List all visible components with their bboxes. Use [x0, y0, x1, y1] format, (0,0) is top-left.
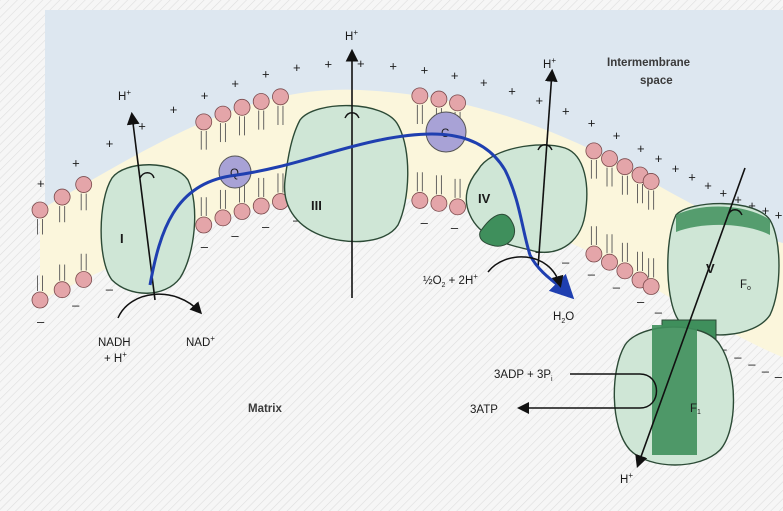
positive-charge: + [637, 141, 645, 156]
lipid-headgroup [586, 246, 602, 262]
nadh-label: NADH [98, 337, 131, 349]
positive-charge: + [37, 176, 45, 191]
lipid-headgroup [215, 210, 231, 226]
lipid-headgroup [586, 143, 602, 159]
negative-charge: – [775, 369, 783, 384]
atp-synthase-central-stalk [652, 325, 697, 455]
positive-charge: + [672, 161, 680, 176]
positive-charge: + [704, 178, 712, 193]
negative-charge: – [588, 266, 596, 281]
negative-charge: – [201, 239, 209, 254]
complex-i-label: I [120, 231, 124, 246]
positive-charge: + [480, 75, 488, 90]
lipid-headgroup [643, 279, 659, 295]
positive-charge: + [325, 56, 333, 71]
complex-i [101, 165, 195, 294]
positive-charge: + [588, 115, 596, 130]
lipid-headgroup [54, 189, 70, 205]
positive-charge: + [688, 170, 696, 185]
lipid-headgroup [215, 106, 231, 122]
positive-charge: + [720, 185, 728, 200]
positive-charge: + [293, 60, 301, 75]
lipid-headgroup [32, 202, 48, 218]
lipid-headgroup [602, 151, 618, 167]
negative-charge: – [262, 219, 270, 234]
lipid-headgroup [196, 217, 212, 233]
atp-label: 3ATP [470, 404, 498, 416]
positive-charge: + [138, 118, 146, 133]
positive-charge: + [451, 68, 459, 83]
lipid-headgroup [450, 199, 466, 215]
positive-charge: + [106, 136, 114, 151]
intermembrane-label: Intermembrane [607, 57, 690, 69]
positive-charge: + [357, 56, 365, 71]
lipid-headgroup [76, 271, 92, 287]
negative-charge: – [562, 255, 570, 270]
negative-charge: – [231, 228, 239, 243]
lipid-headgroup [54, 282, 70, 298]
lipid-headgroup [234, 204, 250, 220]
lipid-headgroup [76, 177, 92, 193]
negative-charge: – [106, 281, 114, 296]
lipid-headgroup [253, 94, 269, 110]
complex-iv-label: IV [478, 191, 491, 206]
negative-charge: – [655, 304, 663, 319]
positive-charge: + [655, 151, 663, 166]
positive-charge: + [421, 62, 429, 77]
lipid-headgroup [643, 173, 659, 189]
lipid-headgroup [617, 263, 633, 279]
oxygen-label: ½O2 + 2H+ [423, 272, 478, 289]
lipid-headgroup [602, 254, 618, 270]
lipid-headgroup [412, 192, 428, 208]
lipid-headgroup [431, 91, 447, 107]
negative-charge: – [613, 280, 621, 295]
adp-label: 3ADP + 3Pi [494, 369, 553, 383]
positive-charge: + [389, 58, 397, 73]
lipid-headgroup [412, 88, 428, 104]
positive-charge: + [508, 84, 516, 99]
positive-charge: + [170, 102, 178, 117]
positive-charge: + [562, 104, 570, 119]
positive-charge: + [262, 66, 270, 81]
negative-charge: – [421, 215, 429, 230]
positive-charge: + [536, 93, 544, 108]
negative-charge: – [72, 298, 80, 313]
positive-charge: + [231, 76, 239, 91]
lipid-headgroup [253, 198, 269, 214]
lipid-headgroup [272, 89, 288, 105]
negative-charge: – [637, 294, 645, 309]
positive-charge: + [613, 128, 621, 143]
negative-charge: – [451, 220, 459, 235]
negative-charge: – [748, 357, 756, 372]
negative-charge: – [734, 349, 742, 364]
negative-charge: – [762, 363, 770, 378]
lipid-headgroup [234, 99, 250, 115]
matrix-label: Matrix [248, 403, 282, 415]
positive-charge: + [775, 208, 783, 223]
positive-charge: + [72, 155, 80, 170]
lipid-headgroup [32, 292, 48, 308]
intermembrane-label-2: space [640, 75, 673, 87]
complex-iii-label: III [311, 198, 322, 213]
lipid-headgroup [450, 95, 466, 111]
lipid-headgroup [617, 159, 633, 175]
lipid-headgroup [431, 195, 447, 211]
negative-charge: – [37, 314, 45, 329]
lipid-headgroup [196, 114, 212, 130]
positive-charge: + [201, 88, 209, 103]
complex-iii [285, 106, 408, 242]
